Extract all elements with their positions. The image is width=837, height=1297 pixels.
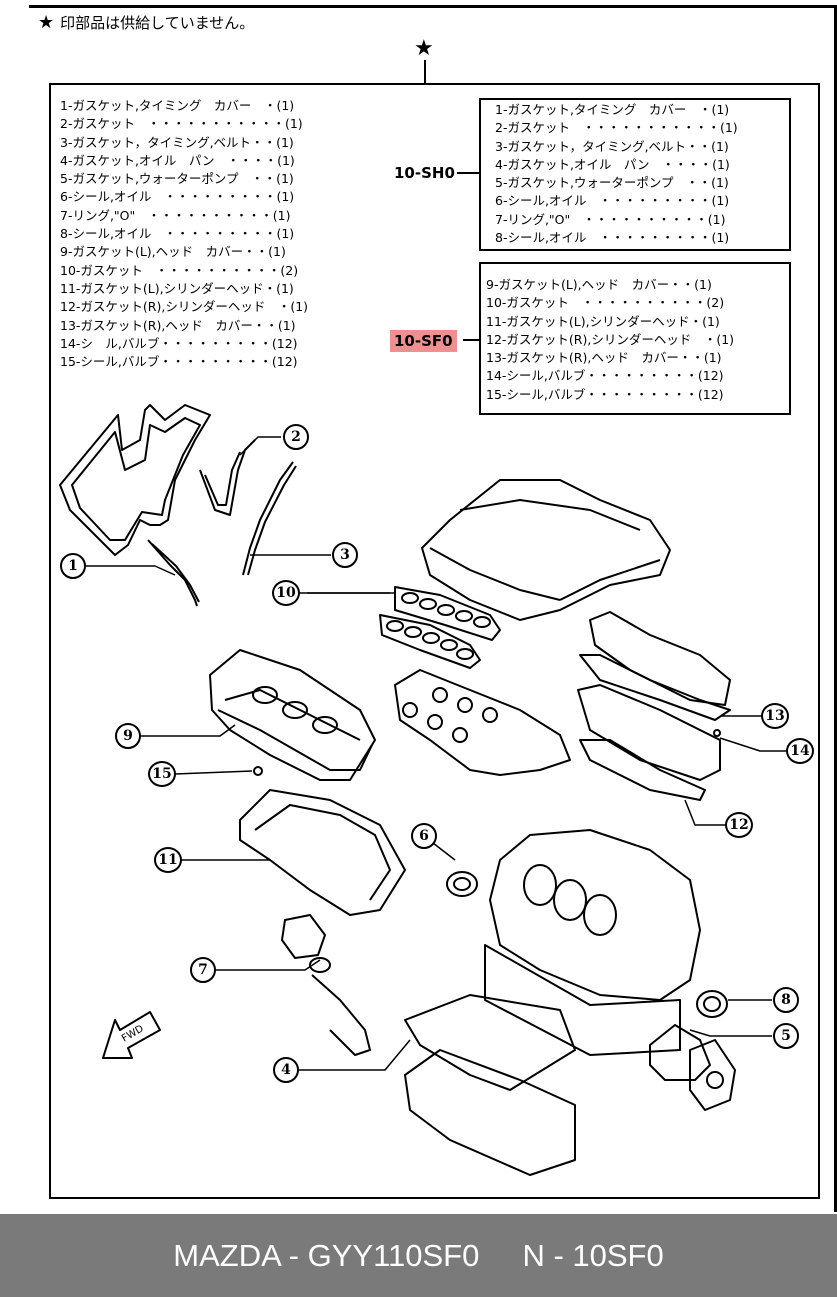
callout-13: 13 xyxy=(761,703,789,729)
parts-list-item: 3-ガスケット，タイミング,ベルト・・(1) xyxy=(60,134,294,150)
callout-1: 1 xyxy=(60,553,86,579)
head-cover-left-drawing xyxy=(209,649,376,781)
kit-sf0-list: 9-ガスケット(L),ヘッド カバー・・(1) 10-ガスケット ・・・・・・・・… xyxy=(486,276,734,404)
head-cover-right-drawing xyxy=(577,611,731,801)
engine-block-drawing xyxy=(484,829,701,1056)
parts-list-item: 2-ガスケット ・・・・・・・・・・・(1) xyxy=(60,116,303,132)
callout-14: 14 xyxy=(786,738,814,764)
callout-7: 7 xyxy=(190,957,216,983)
kit-sf0-item: 12-ガスケット(R),シリンダーヘッド ・(1) xyxy=(486,331,735,347)
kit-sf0-item: 10-ガスケット ・・・・・・・・・・(2) xyxy=(486,295,725,311)
star-leader-line xyxy=(424,60,426,83)
kit-sh0-item: 6-シール,オイル ・・・・・・・・・(1) xyxy=(495,193,730,209)
parts-list-item: 13-ガスケット(R),ヘッド カバー・・(1) xyxy=(60,317,296,333)
kit-sh0-box xyxy=(479,98,791,251)
callout-3: 3 xyxy=(332,542,358,568)
not-supplied-note: ★ 印部品は供給していません。 xyxy=(38,12,254,33)
oil-seal-6-drawing xyxy=(446,871,478,897)
callout-12: 12 xyxy=(725,812,753,838)
kit-sh0-list: 1-ガスケット,タイミング カバー ・(1) 2-ガスケット ・・・・・・・・・・… xyxy=(495,101,738,247)
kit-sf0-item: 15-シール,バルブ・・・・・・・・・(12) xyxy=(486,386,724,402)
water-outlet-drawing xyxy=(281,914,371,1056)
kit-sh0-item: 7-リング,"O" ・・・・・・・・・・(1) xyxy=(495,211,726,227)
kit-sf0-label: 10-SF0 xyxy=(390,330,457,352)
timing-cover-drawing xyxy=(59,404,256,556)
kit-sf0-box xyxy=(479,262,791,415)
kit-sh0-label: 10-SH0 xyxy=(394,164,455,182)
parts-list-item: 14-シ ル,バルブ・・・・・・・・・(12) xyxy=(60,335,298,351)
lower-intake-drawing xyxy=(394,669,571,776)
parts-list-item: 4-ガスケット,オイル パン ・・・・(1) xyxy=(60,152,295,168)
kit-sh0-item: 2-ガスケット ・・・・・・・・・・・(1) xyxy=(495,120,738,136)
kit-sh0-item: 5-ガスケット,ウォーターポンプ ・・(1) xyxy=(495,175,729,191)
callout-10: 10 xyxy=(272,580,300,606)
fwd-arrow-icon: FWD xyxy=(102,1011,161,1059)
kit-sf0-item: 13-ガスケット(R),ヘッド カバー・・(1) xyxy=(486,350,722,366)
callout-9: 9 xyxy=(115,723,141,749)
parts-list-item: 6-シール,オイル ・・・・・・・・・(1) xyxy=(60,189,295,205)
parts-list-item: 10-ガスケット ・・・・・・・・・・(2) xyxy=(60,262,299,278)
star-icon: ★ xyxy=(38,12,55,33)
note-text: 印部品は供給していません。 xyxy=(60,14,255,32)
gasket-1-drawing xyxy=(147,539,200,607)
gasket-11-drawing xyxy=(239,789,406,916)
kit-sf0-item: 11-ガスケット(L),シリンダーヘッド・(1) xyxy=(486,313,720,329)
callout-8: 8 xyxy=(773,987,799,1013)
callout-4: 4 xyxy=(273,1057,299,1083)
kit-sf0-item: 9-ガスケット(L),ヘッド カバー・・(1) xyxy=(486,277,712,292)
parts-list-item: 9-ガスケット(L),ヘッド カバー・・(1) xyxy=(60,244,286,260)
kit-sh0-item: 1-ガスケット,タイミング カバー ・(1) xyxy=(495,102,730,117)
oil-pan-drawing xyxy=(404,994,576,1176)
callout-2: 2 xyxy=(283,424,309,450)
parts-list-item: 12-ガスケット(R),シリンダーヘッド ・(1) xyxy=(60,299,309,315)
water-pump-drawing xyxy=(649,1024,736,1111)
callout-15: 15 xyxy=(148,761,176,787)
outer-frame xyxy=(29,8,837,1212)
valve-seal-14-drawing xyxy=(713,729,721,737)
parts-list-item: 1-ガスケット,タイミング カバー ・(1) xyxy=(60,98,295,113)
parts-list-item: 11-ガスケット(L),シリンダーヘッド・(1) xyxy=(60,280,294,296)
parts-list-item: 15-シール,バルブ・・・・・・・・・(12) xyxy=(60,354,298,370)
parts-list-item: 8-シール,オイル ・・・・・・・・・(1) xyxy=(60,226,295,242)
kit-sf0-item: 14-シール,バルブ・・・・・・・・・(12) xyxy=(486,368,724,384)
footer-bar: MAZDA - GYY110SF0 N - 10SF0 xyxy=(0,1214,837,1297)
parts-list-item: 5-ガスケット,ウォーターポンプ ・・(1) xyxy=(60,171,294,187)
parts-list-item: 7-リング,"O" ・・・・・・・・・・(1) xyxy=(60,207,291,223)
gasket-10-drawing xyxy=(379,586,501,669)
footer-kit-number: N - 10SF0 xyxy=(522,1237,664,1273)
gasket-3-drawing xyxy=(242,461,297,576)
callout-5: 5 xyxy=(773,1023,799,1049)
star-icon: ★ xyxy=(414,36,434,61)
intake-manifold-drawing xyxy=(421,479,671,621)
callout-11: 11 xyxy=(154,847,182,873)
kit-sh0-item: 4-ガスケット,オイル パン ・・・・(1) xyxy=(495,156,730,172)
diagram-frame xyxy=(49,83,820,1199)
top-rule xyxy=(29,5,837,8)
footer-part-number: MAZDA - GYY110SF0 xyxy=(173,1237,480,1273)
valve-seal-15-drawing xyxy=(253,766,263,776)
oil-seal-8-drawing xyxy=(696,990,728,1018)
kit-sh0-item: 3-ガスケット，タイミング,ベルト・・(1) xyxy=(495,138,729,154)
kit-sh0-item: 8-シール,オイル ・・・・・・・・・(1) xyxy=(495,230,730,246)
fwd-label: FWD xyxy=(120,1023,146,1044)
callout-6: 6 xyxy=(411,823,437,849)
parts-list: 1-ガスケット,タイミング カバー ・(1) 2-ガスケット ・・・・・・・・・・… xyxy=(60,97,308,371)
